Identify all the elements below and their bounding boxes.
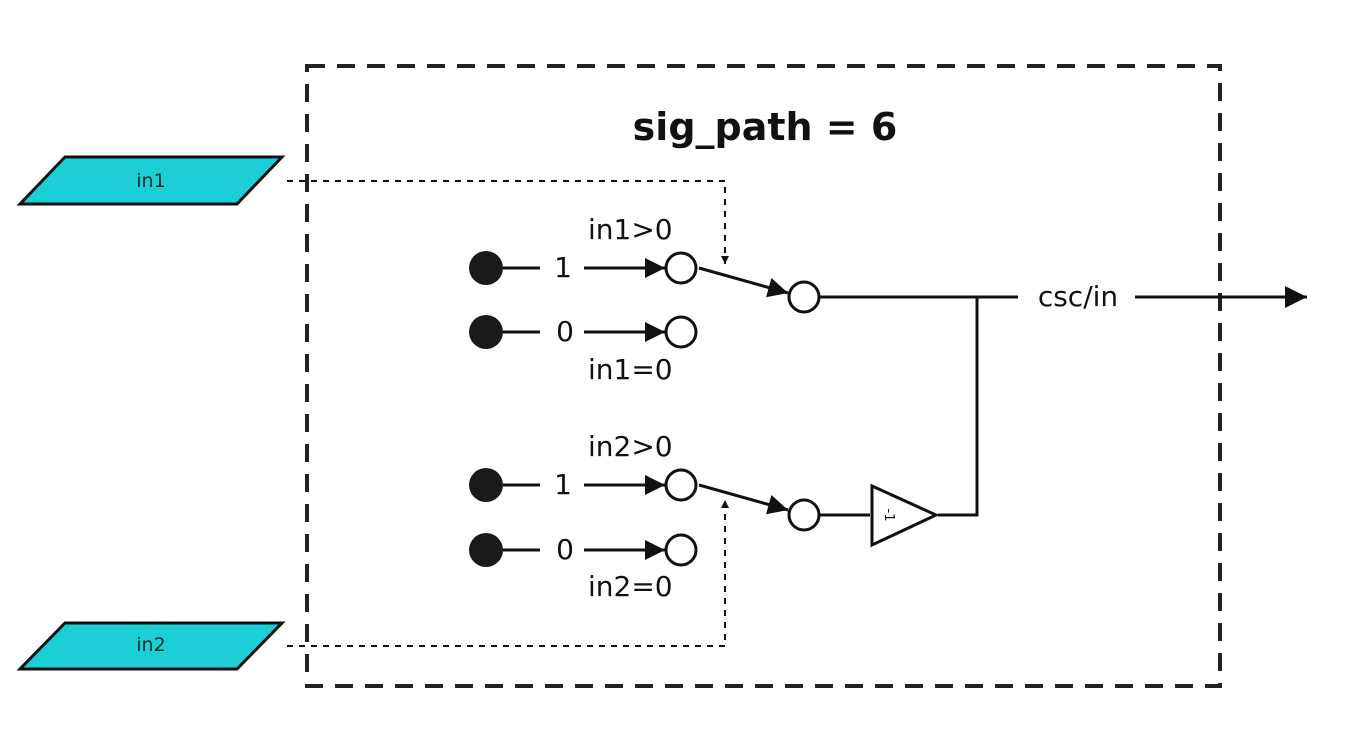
in2-control-line [287, 500, 729, 647]
bottom-switch-output-contact [787, 498, 821, 532]
bottom-switch-lever [698, 483, 789, 515]
subsystem-boundary [305, 64, 1222, 688]
input-in1-port[interactable]: in1 [16, 155, 286, 206]
top-const-low: 0 [556, 315, 574, 348]
output-label: csc/in [1038, 280, 1118, 313]
gain-output-wire [938, 297, 979, 517]
input-in1-label: in1 [136, 170, 165, 192]
bottom-switch-low-contact [664, 533, 698, 567]
top-source-high-dot [469, 251, 503, 285]
diagram-title: sig_path = 6 [633, 105, 898, 149]
input-in2-label: in2 [136, 634, 165, 656]
input-in2-port[interactable]: in2 [16, 621, 286, 671]
gain-block[interactable]: -1 [870, 483, 940, 548]
top-switch-high-contact [664, 251, 698, 285]
top-switch-output-contact [787, 280, 821, 314]
top-switch-lever [698, 266, 789, 298]
top-const-high: 1 [554, 251, 572, 284]
bottom-const-high: 1 [554, 468, 572, 501]
bottom-switch-high-contact [664, 468, 698, 502]
gain-value: -1 [881, 509, 896, 522]
top-cond-low: in1=0 [588, 353, 673, 386]
bottom-source-low-dot [469, 533, 503, 567]
top-switch-low-contact [664, 315, 698, 349]
bottom-source-high-dot [469, 468, 503, 502]
in1-control-line [287, 180, 729, 264]
bottom-const-low: 0 [556, 533, 574, 566]
top-cond-high: in1>0 [588, 213, 673, 246]
bottom-cond-low: in2=0 [588, 570, 673, 603]
bottom-cond-high: in2>0 [588, 430, 673, 463]
top-source-low-dot [469, 315, 503, 349]
